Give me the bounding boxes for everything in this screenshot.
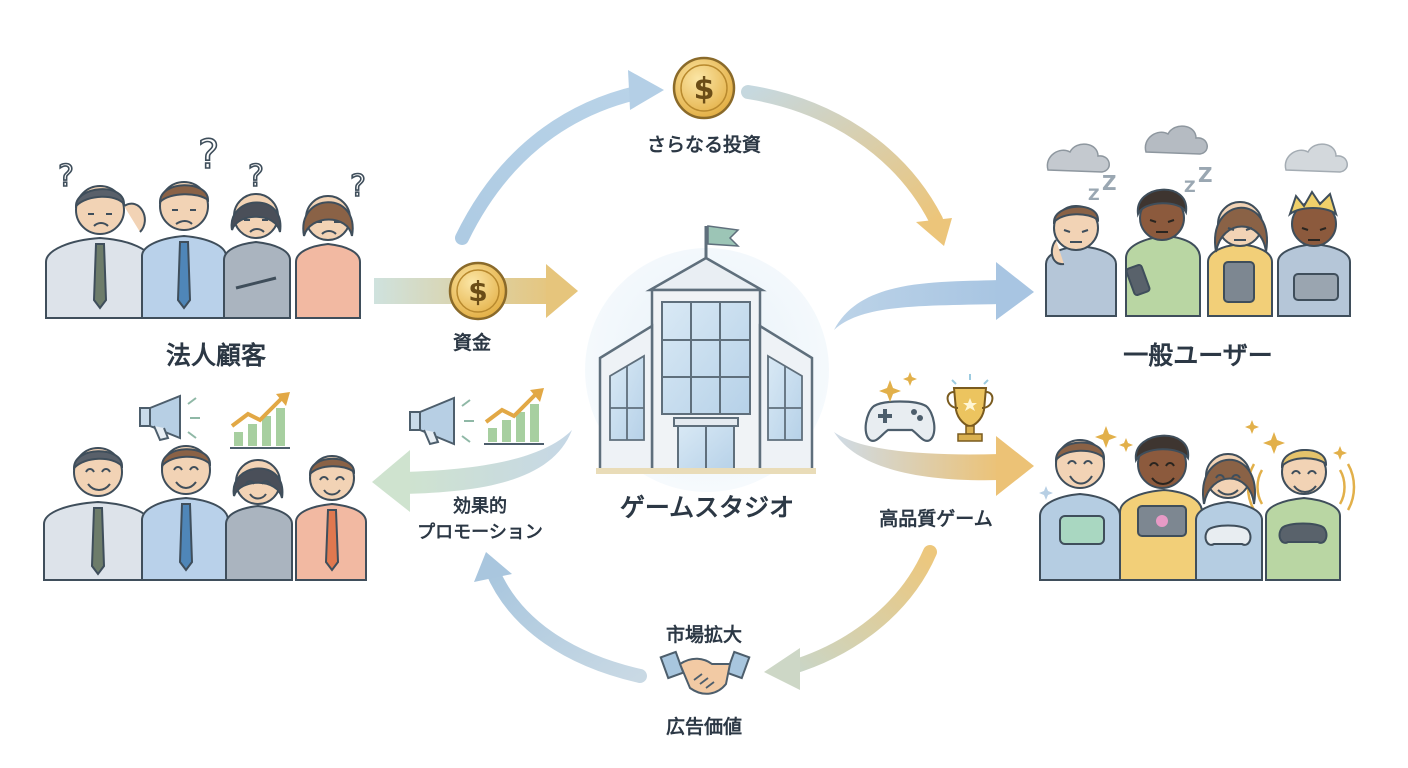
client-person [295, 195, 361, 319]
effective-promotion-line2: プロモーション [417, 522, 543, 543]
user-person [1125, 188, 1201, 317]
game-controller-icon [864, 400, 936, 442]
question-mark-icon: ? [58, 159, 74, 194]
game-studio-building [585, 225, 829, 492]
funding-coin-symbol: $ [468, 275, 487, 308]
corporate-clients-worried: ? ? ? ? [45, 131, 367, 319]
svg-text:Z: Z [1184, 177, 1196, 196]
question-mark-icon: ? [350, 169, 366, 204]
megaphone-icon [139, 394, 200, 442]
effective-promotion-label: 効果的 プロモーション [417, 494, 543, 546]
effective-promotion-line1: 効果的 [452, 496, 507, 517]
general-users-happy [1039, 420, 1356, 581]
corporate-clients-happy [43, 392, 367, 581]
general-users-bored: Z Z Z Z [1045, 125, 1351, 317]
arc-arrowhead-bottom-right [764, 648, 800, 690]
market-expansion-label: 市場拡大 [665, 624, 743, 646]
client-person [223, 193, 291, 319]
arc-arrowhead-top-left [628, 70, 664, 110]
high-quality-games-label: 高品質ゲーム [879, 508, 993, 530]
question-mark-icon: ? [198, 132, 219, 178]
svg-text:Z: Z [1198, 163, 1213, 187]
client-person [141, 181, 227, 319]
cloud-icon [1144, 125, 1208, 155]
cycle-arrows [455, 70, 952, 690]
arc-arrow-bottom-left [485, 563, 647, 683]
promotion-arrow [372, 430, 572, 512]
client-person [45, 185, 153, 319]
user-person [1045, 205, 1117, 317]
client-person [225, 459, 293, 581]
investment-coin-symbol: $ [694, 72, 715, 107]
user-person [1265, 449, 1341, 581]
trophy-icon [946, 374, 994, 442]
tablet-icon [1223, 261, 1255, 303]
sparkle-icon [1039, 420, 1347, 500]
arc-arrowhead-top-right [916, 218, 952, 246]
question-mark-icon: ? [248, 159, 264, 194]
user-person [1195, 453, 1263, 581]
cloud-icon [1046, 143, 1110, 173]
handshake-icon [659, 650, 751, 695]
svg-text:Z: Z [1088, 185, 1100, 204]
sparkle-icon [879, 372, 917, 402]
funding-coin-icon [448, 261, 508, 321]
flag-icon [707, 225, 740, 247]
phone-icon [1125, 263, 1151, 297]
client-person [43, 447, 151, 581]
arc-arrow-top-right [741, 85, 943, 227]
game-studio-label: ゲームスタジオ [619, 493, 795, 522]
corporate-clients-label: 法人顧客 [165, 341, 267, 370]
arc-arrow-bottom-right [783, 545, 937, 675]
game-controller-icon [1204, 524, 1252, 546]
investment-coin-icon [672, 56, 736, 120]
game-controller-icon [1278, 522, 1328, 544]
arc-arrow-top-left [455, 85, 647, 245]
ad-value-label: 広告価値 [665, 716, 743, 738]
funding-label: 資金 [452, 332, 492, 354]
client-person [295, 455, 367, 581]
arc-arrowhead-bottom-left [474, 552, 512, 582]
users-top-arrow [834, 262, 1034, 330]
user-person [1119, 434, 1203, 581]
handheld-console-icon [1059, 515, 1105, 545]
growth-chart-icon [230, 392, 290, 449]
megaphone-icon [409, 396, 474, 446]
cloud-icon [1284, 143, 1348, 173]
user-person [1207, 201, 1273, 317]
growth-chart-icon [484, 388, 544, 445]
client-person [141, 445, 229, 581]
sleep-z-icon: Z Z Z Z [1088, 163, 1213, 204]
svg-text:Z: Z [1102, 171, 1117, 195]
tablet-icon [1293, 273, 1339, 301]
further-investment-label: さらなる投資 [646, 134, 762, 156]
general-users-label: 一般ユーザー [1123, 341, 1273, 370]
user-person [1277, 190, 1351, 317]
user-person [1039, 439, 1121, 581]
users-bottom-arrow [834, 432, 1034, 496]
